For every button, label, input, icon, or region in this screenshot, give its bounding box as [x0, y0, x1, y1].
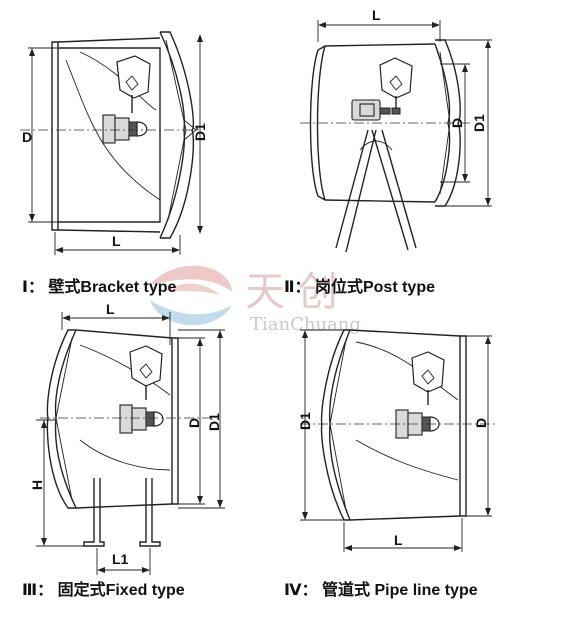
pipe-d-label: D: [473, 418, 489, 428]
post-type-diagram: [300, 20, 492, 253]
pipe-l-label: L: [394, 532, 403, 548]
bracket-d-label: D: [22, 129, 32, 145]
fixed-d-label: D: [186, 418, 202, 428]
fixed-d1-label: D1: [206, 413, 222, 431]
fixed-caption: Ⅲ： 固定式Fixed type: [22, 580, 185, 599]
watermark-cn: 天 创: [245, 269, 338, 315]
fixed-h-label: H: [29, 480, 45, 490]
bracket-caption: Ⅰ： 壁式Bracket type: [22, 277, 177, 296]
watermark-logo: [150, 265, 232, 326]
fixed-l-label: L: [106, 301, 115, 317]
post-d1-label: D1: [471, 114, 487, 132]
fixed-type-diagram: [36, 312, 225, 575]
pipe-d1-label: D1: [297, 412, 313, 430]
bracket-d1-label: D1: [192, 123, 208, 141]
bracket-type-diagram: [20, 31, 203, 255]
post-d-label: D: [449, 118, 465, 128]
pipe-caption: Ⅳ： 管道式 Pipe line type: [284, 580, 478, 599]
post-caption: Ⅱ： 岗位式Post type: [284, 277, 435, 296]
bracket-l-label: L: [112, 233, 121, 249]
fixed-l1-label: L1: [112, 551, 129, 567]
post-l-label: L: [372, 7, 381, 23]
pipe-type-diagram: [300, 329, 495, 552]
